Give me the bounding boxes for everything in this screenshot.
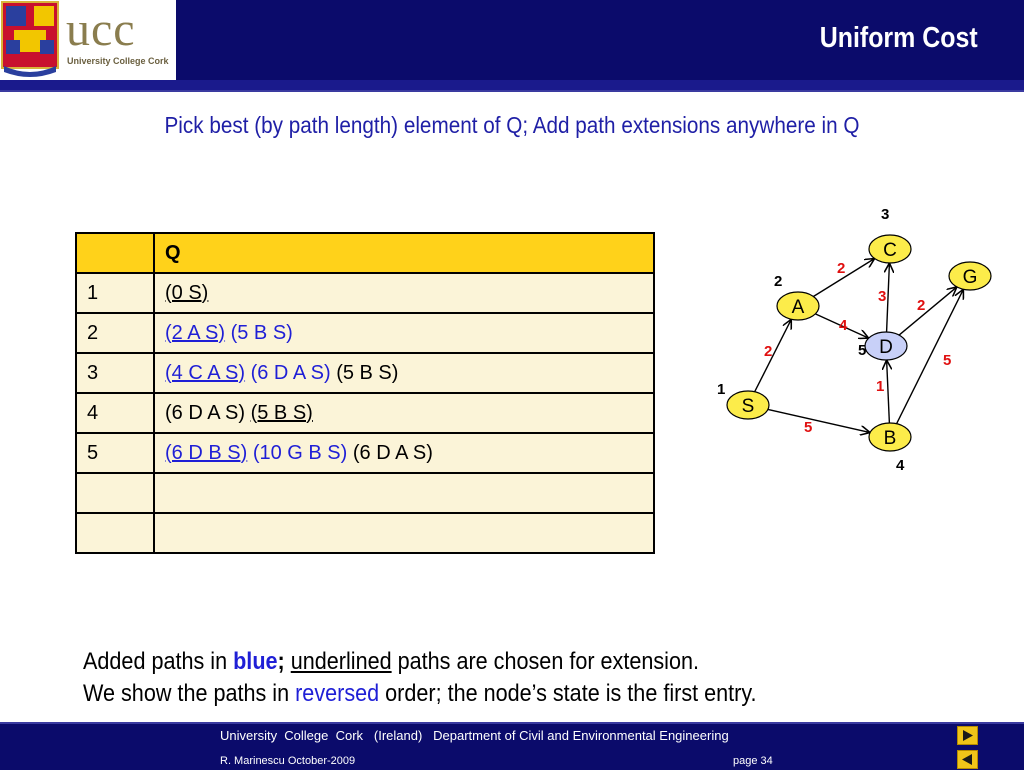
path-entry: (2 A S) [165, 321, 226, 344]
path-entry: (0 S) [165, 281, 209, 304]
path-entry: (6 D B S) [165, 441, 248, 464]
row-number-cell: 3 [75, 352, 155, 394]
table-row [75, 472, 655, 514]
row-number-cell [75, 472, 155, 514]
node-label-B: B [884, 428, 897, 449]
node-label-D: D [879, 337, 893, 358]
row-number-cell: 1 [75, 272, 155, 314]
path-entry: (5 B S) [230, 321, 293, 344]
edge-cost-D-G: 2 [917, 297, 925, 314]
node-heuristic-S: 1 [717, 381, 725, 398]
table-row: 3(4 C A S) (6 D A S) (5 B S) [75, 352, 655, 394]
explanation-note: Added paths in blue; underlined paths ar… [83, 646, 757, 710]
row-number-cell [75, 512, 155, 554]
node-D [864, 331, 908, 361]
next-slide-button[interactable] [957, 726, 978, 745]
edge-B-D [887, 360, 890, 424]
path-entry: (4 C A S) [165, 361, 246, 384]
table-row: 1 (0 S) [75, 272, 655, 314]
node-heuristic-C: 3 [881, 206, 889, 223]
node-A [776, 291, 820, 321]
ucc-logo: ucc University College Cork [0, 0, 176, 80]
path-entry: (5 B S) [250, 401, 313, 424]
table-header-cell [75, 232, 155, 274]
note-blue-word: blue [233, 648, 278, 675]
note-text: order; the node’s state is the first ent… [379, 680, 757, 707]
node-label-G: G [963, 267, 978, 288]
queue-cell: (4 C A S) (6 D A S) (5 B S) [153, 352, 655, 394]
queue-cell: (2 A S) (5 B S) [153, 312, 655, 354]
queue-cell: (0 S) [153, 272, 655, 314]
logo-subtext: University College Cork [67, 56, 169, 66]
note-underlined-word: underlined [290, 648, 392, 675]
row-number-cell: 4 [75, 392, 155, 434]
note-line-2: We show the paths in reversed order; the… [83, 678, 757, 710]
note-text: paths are chosen for extension. [391, 648, 700, 675]
note-text: ; [277, 648, 285, 675]
edge-cost-A-D: 4 [839, 317, 848, 334]
edge-A-C [813, 259, 874, 298]
note-reversed-word: reversed [295, 680, 380, 707]
table-row: 2(2 A S) (5 B S) [75, 312, 655, 354]
previous-slide-button[interactable] [957, 750, 978, 769]
path-entry: (6 D A S) [250, 361, 331, 384]
table-row: 4(6 D A S) (5 B S) [75, 392, 655, 434]
node-S [726, 390, 770, 420]
queue-cell [153, 472, 655, 514]
node-G [948, 261, 992, 291]
edge-D-G [898, 287, 957, 336]
header-stripe [0, 80, 1024, 92]
play-left-icon [962, 754, 972, 765]
edge-cost-S-B: 5 [804, 419, 812, 436]
edge-cost-A-C: 2 [837, 260, 845, 277]
edge-D-C [887, 263, 890, 333]
queue-cell [153, 512, 655, 554]
path-entry: (6 D A S) [352, 441, 433, 464]
ucc-crest-icon [1, 1, 59, 77]
path-entry: (10 G B S) [252, 441, 348, 464]
edge-cost-S-A: 2 [764, 343, 772, 360]
node-label-C: C [883, 240, 897, 261]
note-text: We show the paths in [83, 680, 296, 707]
edge-S-B [767, 408, 870, 432]
node-heuristic-D: 5 [858, 342, 866, 359]
queue-cell: (6 D B S) (10 G B S) (6 D A S) [153, 432, 655, 474]
edge-B-G [895, 289, 964, 425]
footer-author: R. Marinescu October-2009 [220, 755, 356, 767]
node-label-A: A [792, 297, 805, 318]
table-header-row: Q [75, 232, 655, 274]
path-entry: (5 B S) [336, 361, 399, 384]
table-header-cell: Q [153, 232, 655, 274]
footer-bar: University College Cork (Ireland) Depart… [0, 722, 1024, 770]
edge-cost-D-C: 3 [878, 288, 886, 305]
path-entry: (6 D A S) [165, 401, 246, 424]
note-text: Added paths in [83, 648, 234, 675]
edge-cost-B-G: 5 [943, 352, 951, 369]
row-number-cell: 5 [75, 432, 155, 474]
node-heuristic-B: 4 [896, 457, 905, 474]
footer-institution: University College Cork (Ireland) Depart… [220, 728, 729, 743]
queue-cell: (6 D A S) (5 B S) [153, 392, 655, 434]
queue-table: Q 1(0 S)2(2 A S) (5 B S)3(4 C A S) (6 D … [75, 232, 655, 554]
edge-S-A [754, 319, 792, 393]
note-line-1: Added paths in blue; underlined paths ar… [83, 646, 757, 678]
node-B [868, 422, 912, 452]
edge-cost-B-D: 1 [876, 378, 884, 395]
node-heuristic-A: 2 [774, 273, 782, 290]
row-number-cell: 2 [75, 312, 155, 354]
node-C [868, 234, 912, 264]
play-right-icon [963, 730, 973, 741]
slide-subtitle: Pick best (by path length) element of Q;… [164, 112, 860, 138]
logo-word: ucc [66, 3, 136, 56]
slide-title: Uniform Cost [820, 22, 978, 54]
table-row [75, 512, 655, 554]
edge-A-D [815, 313, 868, 338]
table-row: 5(6 D B S) (10 G B S) (6 D A S) [75, 432, 655, 474]
node-label-S: S [742, 396, 755, 417]
footer-page-number: page 34 [733, 755, 773, 767]
